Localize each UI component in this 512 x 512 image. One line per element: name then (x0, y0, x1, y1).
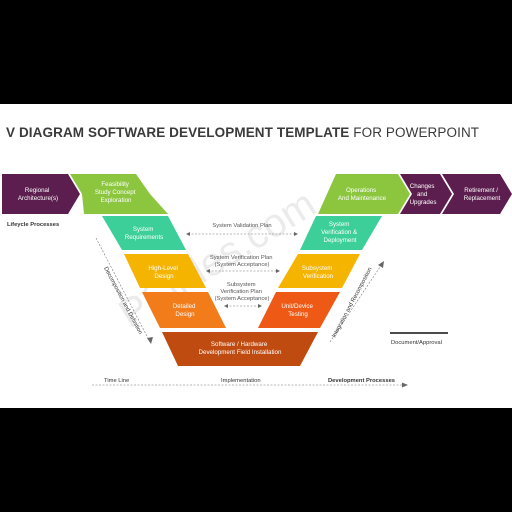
system-validation-plan-label: System Validation Plan (212, 223, 271, 229)
left-step-high-level-design (124, 254, 206, 288)
sysver-arrow-left-head (206, 269, 210, 273)
v-diagram: PSlides.com Regional Architecture(s) Fea… (2, 174, 512, 388)
integration-arrowhead (378, 261, 384, 268)
right-step-unit-device-testing (258, 292, 340, 328)
decomposition-arrowhead (147, 337, 153, 344)
title-normal: FOR POWERPOINT (349, 125, 480, 140)
right-step-subsystem-verification (278, 254, 360, 288)
software-hardware-label: Software / Hardware Development Field In… (199, 341, 282, 356)
slide-title: V DIAGRAM SOFTWARE DEVELOPMENT TEMPLATE … (6, 125, 479, 140)
validation-arrow-right-head (294, 232, 298, 236)
operations-arrow (318, 174, 410, 214)
changes-arrow (400, 174, 452, 214)
timeline-label: Time Line (104, 378, 129, 384)
system-verification-plan-label: System Verification Plan (System Accepta… (210, 255, 274, 268)
system-requirements-label: System Requirements (125, 226, 164, 241)
regional-architecture-arrow (2, 174, 80, 214)
implementation-label: Implementation (221, 378, 261, 384)
validation-arrow-left-head (186, 232, 190, 236)
subsystem-verification-plan-label: Subsystem Verification Plan (System Acce… (215, 282, 270, 302)
subver-arrow-right-head (258, 304, 262, 308)
unit-device-testing-label: Unit/Device Testing (281, 303, 314, 318)
retirement-arrow (442, 174, 512, 214)
high-level-design-label: High-Level Design (148, 265, 179, 280)
retirement-label: Retirement / Replacement (464, 187, 501, 202)
left-step-system-requirements (102, 216, 186, 250)
development-processes-label: Development Processes (328, 378, 395, 384)
operations-label: Operations And Maintenance (338, 187, 387, 202)
integration-line (329, 263, 383, 343)
detailed-design-label: Detailed Design (173, 303, 197, 318)
lifecycle-processes-label: Lifeycle Processes (7, 222, 59, 228)
feasibility-arrow (70, 174, 168, 214)
document-approval-label: Document/Approval (391, 340, 442, 346)
left-step-detailed-design (142, 292, 226, 328)
right-step-system-verification (300, 216, 382, 250)
sysver-arrow-right-head (276, 269, 280, 273)
subver-arrow-left-head (224, 304, 228, 308)
changes-label: Changes and Upgrades (410, 183, 437, 206)
regional-label: Regional Architecture(s) (18, 187, 58, 202)
slide: V DIAGRAM SOFTWARE DEVELOPMENT TEMPLATE … (0, 104, 512, 408)
title-bold: V DIAGRAM SOFTWARE DEVELOPMENT TEMPLATE (6, 125, 350, 140)
timeline-arrowhead (402, 382, 408, 388)
system-verification-label: System Verification & Deployment (321, 221, 359, 244)
bottom-step-software-hardware (162, 332, 318, 366)
subsystem-verification-label: Subsystem Verification (302, 265, 334, 280)
feasibility-label: Feasibility Study Concept Exploration (95, 181, 137, 204)
